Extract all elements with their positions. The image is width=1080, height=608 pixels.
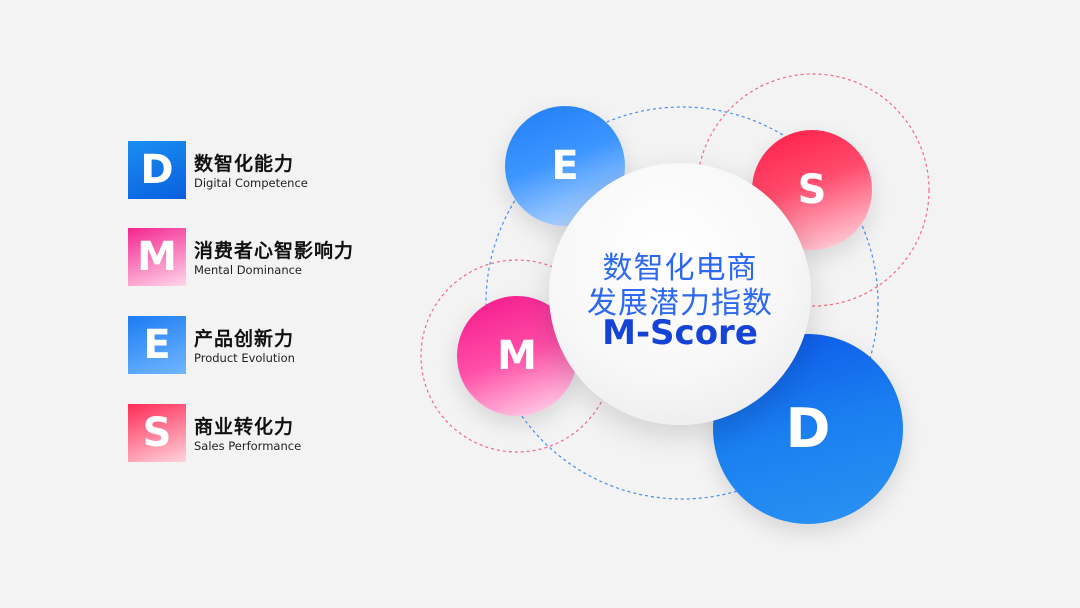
legend-item-digital: D 数智化能力 Digital Competence [128, 141, 448, 199]
badge-m: M [128, 228, 186, 286]
red-orbit-ring-right [696, 73, 930, 307]
legend-title-en: Sales Performance [194, 439, 302, 453]
legend-title-zh: 消费者心智影响力 [194, 240, 355, 262]
legend-item-sales: S 商业转化力 Sales Performance [128, 404, 448, 462]
legend-title-en: Digital Competence [194, 176, 308, 190]
center-title-line1: 数智化电商 [602, 251, 758, 286]
legend-item-product: E 产品创新力 Product Evolution [128, 316, 448, 374]
badge-s: S [128, 404, 186, 462]
badge-d: D [128, 141, 186, 199]
legend-title-en: Mental Dominance [194, 263, 303, 277]
center-index-circle: 数智化电商 发展潜力指数 M-Score [549, 163, 811, 425]
legend-title-zh: 产品创新力 [194, 328, 295, 350]
legend-title-en: Product Evolution [194, 351, 295, 365]
center-score-label: M-Score [602, 313, 758, 353]
badge-e: E [128, 316, 186, 374]
legend-item-mental: M 消费者心智影响力 Mental Dominance [128, 228, 448, 286]
blue-orbit-ring [485, 106, 879, 500]
center-title-line2: 发展潜力指数 [587, 286, 773, 321]
legend-title-zh: 数智化能力 [194, 153, 295, 175]
legend-title-zh: 商业转化力 [194, 416, 295, 438]
